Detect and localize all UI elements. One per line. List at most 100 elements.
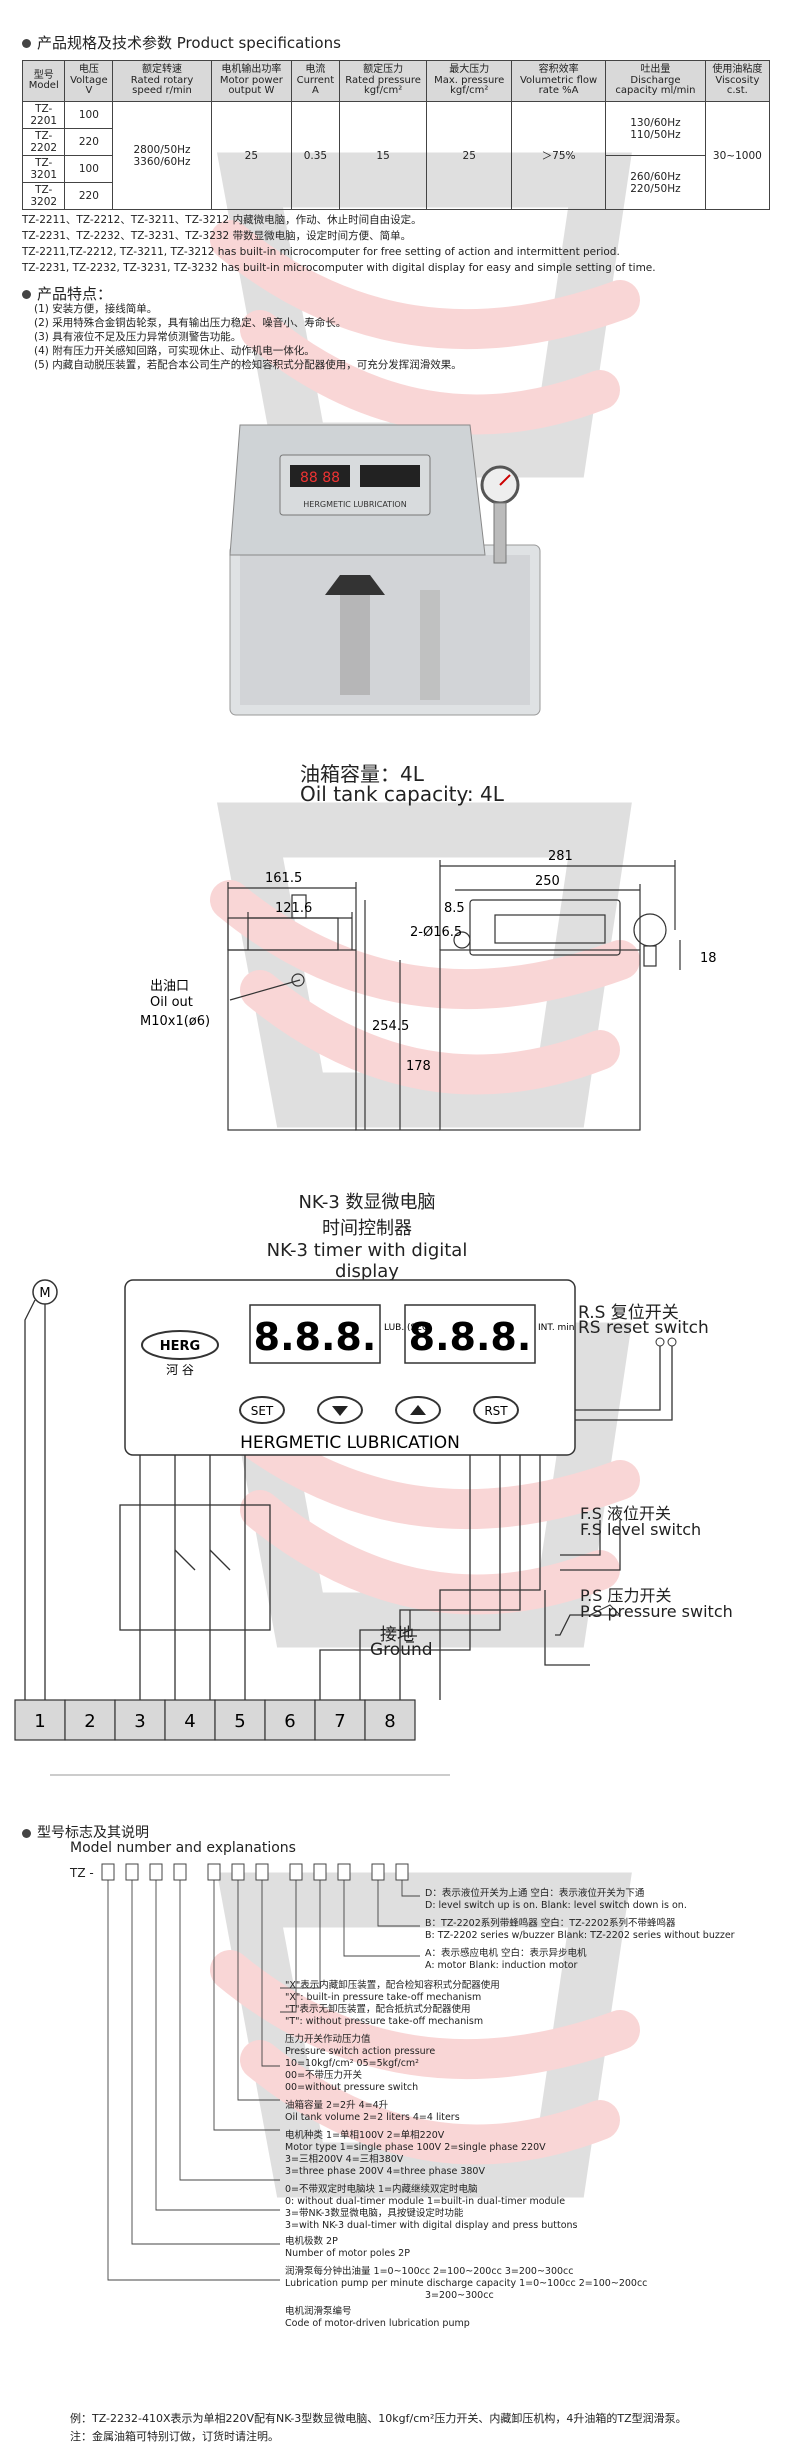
table-row: TZ-2202 220 bbox=[21, 128, 770, 156]
th-cn: 最大压力 bbox=[449, 64, 490, 76]
ground-label-en: Ground bbox=[370, 1640, 433, 1660]
th-cn: 额定压力 bbox=[363, 64, 404, 76]
explanation-line: 3=200~300cc bbox=[425, 2290, 494, 2301]
discharge-2a: 260/60Hz bbox=[630, 170, 681, 183]
th-en: Current A bbox=[296, 74, 335, 97]
model-section-title: 型号标志及其说明 bbox=[22, 1822, 149, 1842]
down-button[interactable] bbox=[317, 1396, 363, 1424]
cell-flow-rate: ＞75% bbox=[511, 101, 607, 210]
bullet-icon bbox=[22, 290, 31, 299]
th-en: Discharge capacity ml/min bbox=[615, 74, 696, 97]
explanation-line: Code of motor-driven lubrication pump bbox=[285, 2318, 470, 2329]
triangle-up-icon bbox=[410, 1405, 426, 1415]
photo-digits: 88 88 bbox=[300, 470, 340, 486]
brand-en: HERG bbox=[160, 1339, 200, 1354]
th-cn: 使用油粘度 bbox=[712, 64, 763, 76]
model-title-cn: 型号标志及其说明 bbox=[37, 1825, 149, 1841]
cell-voltage: 100 bbox=[64, 155, 114, 183]
table-row: TZ-3202 220 bbox=[21, 182, 770, 210]
cell-voltage: 220 bbox=[64, 182, 114, 210]
th-en: Max. pressure kgf/cm² bbox=[434, 74, 505, 97]
explanation-line: 电机种类 1=单相100V 2=单相220V bbox=[285, 2130, 445, 2141]
panel-name: HERGMETIC LUBRICATION bbox=[240, 1433, 460, 1453]
dim-281: 281 bbox=[548, 849, 573, 864]
feature-item: (3) 具有液位不足及压力异常侦测警告功能。 bbox=[34, 331, 242, 343]
cell-power: 25 bbox=[210, 101, 292, 210]
th-en: Model bbox=[28, 80, 59, 91]
cell-model: TZ-2201 bbox=[21, 101, 66, 129]
explanation-line: "T"表示无卸压装置，配合抵抗式分配器使用 bbox=[285, 2004, 471, 2015]
oil-out-en: Oil out bbox=[150, 995, 193, 1010]
cell-model: TZ-2202 bbox=[21, 128, 66, 156]
th-en: Rated rotary speed r/min bbox=[130, 74, 194, 97]
th-en: Motor power output W bbox=[219, 74, 283, 97]
dim-250: 250 bbox=[535, 874, 560, 889]
explanation-line: Oil tank volume 2=2 liters 4=4 liters bbox=[285, 2112, 460, 2123]
explanation-line: D：表示液位开关为上通 空白：表示液位开关为下通 bbox=[425, 1888, 645, 1899]
explanation-line: "T": without pressure take-off mechanism bbox=[285, 2016, 484, 2027]
explanation-line: Motor type 1=single phase 100V 2=single … bbox=[285, 2142, 546, 2153]
set-button-label: SET bbox=[251, 1404, 274, 1418]
herg-logo-icon bbox=[141, 1330, 219, 1360]
dim-161-5: 161.5 bbox=[265, 871, 302, 886]
int-label: INT. min bbox=[538, 1323, 575, 1333]
photo-panel-label: HERGMETIC LUBRICATION bbox=[303, 500, 406, 509]
th-en: Viscosity c.st. bbox=[715, 74, 760, 97]
spec-section-title: 产品规格及技术参数 Product specifications bbox=[22, 32, 341, 53]
note-line: TZ-2211、TZ-2212、TZ-3211、TZ-3212 内藏微电脑，作动… bbox=[22, 214, 422, 226]
dim-8-5: 8.5 bbox=[444, 901, 465, 916]
feature-item: (4) 附有压力开关感知回路，可实现休止、动作机电一体化。 bbox=[34, 345, 315, 357]
explanation-line: 00=不带压力开关 bbox=[285, 2070, 363, 2081]
note-line: TZ-2231, TZ-2232, TZ-3231, TZ-3232 has b… bbox=[22, 262, 656, 274]
explanation-line: "X"表示内藏卸压装置，配合检知容积式分配器使用 bbox=[285, 1980, 500, 1991]
explanation-line: D: level switch up is on. Blank: level s… bbox=[425, 1900, 687, 1911]
cell-max-pressure: 25 bbox=[426, 101, 513, 210]
explanation-line: 3=with NK-3 dual-timer with digital disp… bbox=[285, 2220, 578, 2231]
feature-item: (1) 安装方便，接线简单。 bbox=[34, 303, 158, 315]
feature-item: (5) 内藏自动脱压装置，若配合本公司生产的检知容积式分配器使用，可充分发挥润滑… bbox=[34, 359, 462, 371]
explanation-line: 电机润滑泵编号 bbox=[285, 2306, 352, 2317]
model-title-en: Model number and explanations bbox=[70, 1840, 296, 1856]
explanation-line: B: TZ-2202 series w/buzzer Blank: TZ-220… bbox=[425, 1930, 735, 1941]
rst-button-label: RST bbox=[484, 1404, 508, 1418]
reset-switch-contact bbox=[655, 1337, 665, 1347]
speed-b: 3360/60Hz bbox=[133, 155, 191, 168]
dim-121-6: 121.6 bbox=[275, 901, 312, 916]
explanation-line: 0=不带双定时电脑块 1=内藏继续双定时电脑 bbox=[285, 2184, 478, 2195]
set-button[interactable]: SET bbox=[239, 1396, 285, 1424]
fs-label-cn: F.S 液位开关 bbox=[580, 1504, 671, 1523]
explanation-line: Pressure switch action pressure bbox=[285, 2046, 436, 2057]
explanation-line: 0: without dual-timer module 1=built-in … bbox=[285, 2196, 566, 2207]
rs-label-cn: R.S 复位开关 bbox=[578, 1303, 679, 1323]
th-en: Volumetric flow rate %A bbox=[519, 74, 598, 97]
int-display bbox=[404, 1304, 536, 1364]
rst-button[interactable]: RST bbox=[473, 1396, 519, 1424]
cell-rated-pressure: 15 bbox=[338, 101, 428, 210]
timer-title-cn-1: NK-3 数显微电脑 bbox=[298, 1192, 436, 1213]
terminal-6: 6 bbox=[284, 1711, 295, 1732]
wiring-diagram: 8.8.8. 8.8.8. LUB. (SEC) INT. min HERG 河… bbox=[14, 1279, 677, 1776]
th-cn: 电压 bbox=[78, 64, 99, 76]
up-button[interactable] bbox=[395, 1396, 441, 1424]
features-title-text: 产品特点： bbox=[37, 285, 113, 303]
product-photo: 88 88 HERGMETIC LUBRICATION bbox=[229, 424, 541, 716]
terminal-7: 7 bbox=[334, 1711, 345, 1732]
speed-a: 2800/50Hz bbox=[133, 143, 191, 156]
terminal-8: 8 bbox=[384, 1711, 395, 1732]
cell-viscosity: 30~1000 bbox=[704, 101, 771, 210]
dim-254-5: 254.5 bbox=[372, 1019, 409, 1034]
explanation-line: 3=带NK-3数显微电脑，具按键设定时功能 bbox=[285, 2208, 464, 2219]
bullet-icon bbox=[22, 39, 31, 48]
terminal-5: 5 bbox=[234, 1711, 245, 1732]
dim-178: 178 bbox=[406, 1059, 431, 1074]
